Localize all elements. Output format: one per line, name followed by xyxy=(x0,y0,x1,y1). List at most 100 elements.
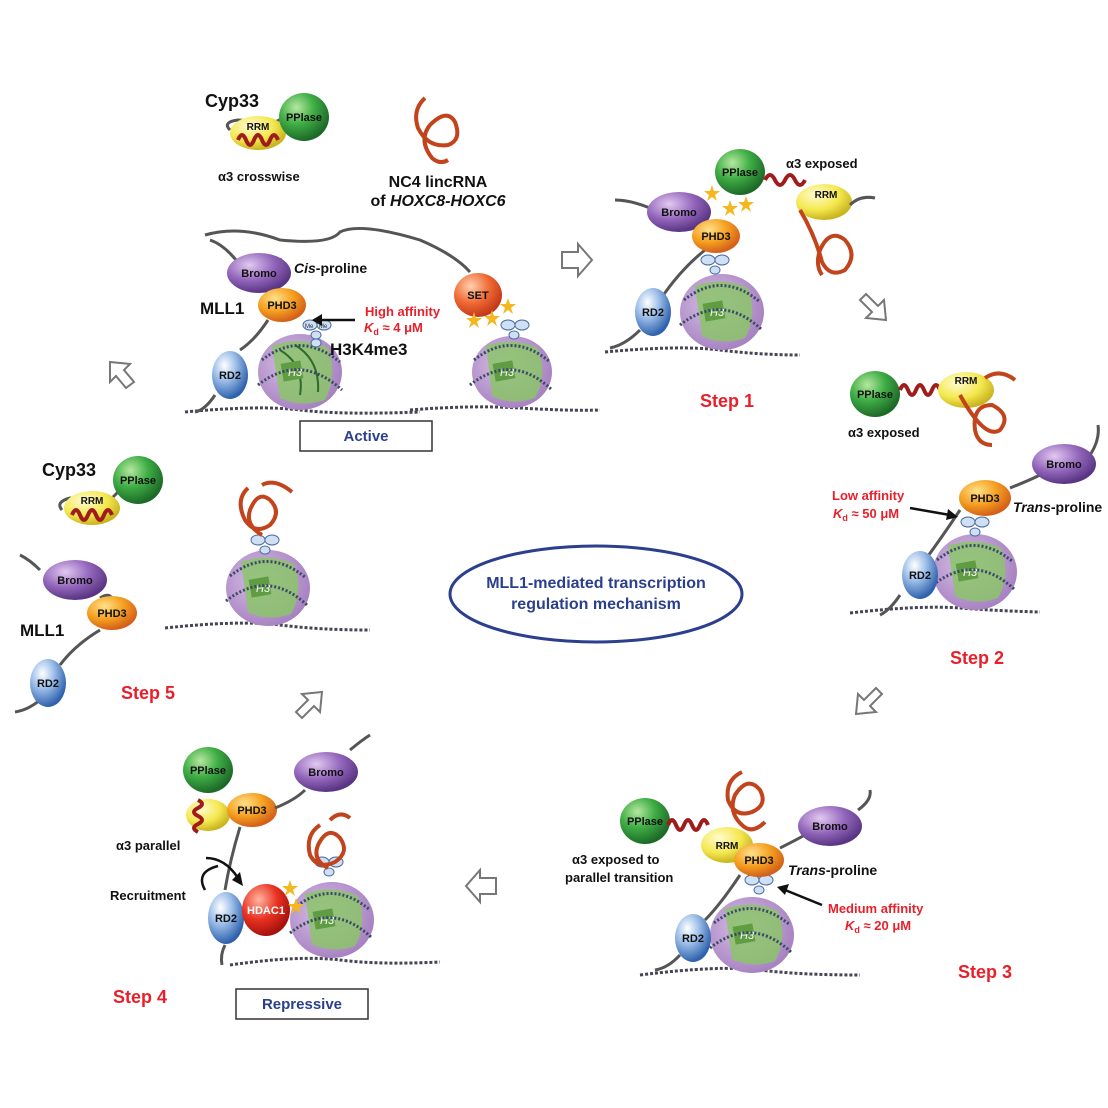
svg-text:Bromo: Bromo xyxy=(308,767,344,779)
stars xyxy=(466,298,516,328)
svg-text:RD2: RD2 xyxy=(37,678,59,690)
rrm-domain xyxy=(796,184,852,220)
svg-text:PPlase: PPlase xyxy=(190,765,226,777)
svg-text:PPlase: PPlase xyxy=(286,112,322,124)
step4-label: Step 4 xyxy=(113,987,167,1007)
alpha3-helix xyxy=(236,133,280,147)
pplase-domain xyxy=(620,798,670,844)
affinity-label: Medium affinity xyxy=(828,901,924,916)
center-title: MLL1-mediated transcription regulation m… xyxy=(448,544,744,644)
dna-strand xyxy=(409,405,601,412)
active-state-box xyxy=(299,420,433,452)
rd2-domain xyxy=(902,551,938,599)
arrow-icon xyxy=(854,686,884,716)
svg-text:RD2: RD2 xyxy=(909,570,931,582)
svg-text:Me: Me xyxy=(305,324,314,330)
svg-text:PPlase: PPlase xyxy=(627,816,663,828)
nc4-rna xyxy=(414,96,460,165)
rd2-domain xyxy=(675,914,711,962)
phd3-domain xyxy=(959,480,1011,516)
trans-proline-label: Trans-proline xyxy=(788,862,877,878)
phd3-domain xyxy=(734,843,784,877)
arrow-icon xyxy=(294,690,324,720)
recruitment-label: Recruitment xyxy=(110,888,187,903)
active-panel: H3 Me Me H3 Bromo xyxy=(184,91,601,452)
pplase-domain xyxy=(113,456,163,504)
alpha3-exposed-label: α3 exposed xyxy=(848,425,920,440)
active-state-label: Active xyxy=(343,428,388,445)
pplase-domain xyxy=(183,747,233,793)
cyp33-label: Cyp33 xyxy=(42,460,96,480)
alpha3-crosswise-label: α3 crosswise xyxy=(218,169,300,184)
arrow-icon xyxy=(561,241,594,279)
cis-proline-label: Cis-proline xyxy=(294,260,367,276)
nucleosome: H3 xyxy=(469,319,554,408)
svg-text:RRM: RRM xyxy=(716,841,739,852)
h3k4me3-label: H3K4me3 xyxy=(330,340,408,359)
trans-proline-label: Trans-proline xyxy=(1013,499,1102,515)
step4-panel: H3 PPlase PHD3 Bromo RD2 HDAC1 α3 parall… xyxy=(110,733,441,1020)
step2-label: Step 2 xyxy=(950,648,1004,668)
svg-text:Bromo: Bromo xyxy=(241,268,277,280)
rd2-domain xyxy=(635,288,671,336)
svg-text:PHD3: PHD3 xyxy=(744,855,773,867)
svg-text:Bromo: Bromo xyxy=(661,207,697,219)
alpha3-exposed-label: α3 exposed xyxy=(786,156,858,171)
pplase-domain xyxy=(715,149,765,195)
svg-text:RD2: RD2 xyxy=(682,933,704,945)
svg-text:Bromo: Bromo xyxy=(812,821,848,833)
rd2-domain xyxy=(208,892,244,944)
step5-label: Step 5 xyxy=(121,683,175,703)
affinity-label: Low affinity xyxy=(832,488,905,503)
alpha3-transition-label-2: parallel transition xyxy=(565,870,673,885)
svg-text:PPlase: PPlase xyxy=(120,475,156,487)
arrow-icon xyxy=(464,867,497,905)
svg-text:RD2: RD2 xyxy=(215,913,237,925)
step2-panel: PPlase RRM α3 exposed H3 Bromo PHD3 RD2 … xyxy=(832,371,1102,668)
mll1-linker xyxy=(204,226,472,274)
nc4-label: NC4 lincRNA xyxy=(389,174,488,191)
rd2-domain xyxy=(30,659,66,707)
cyp33-label: Cyp33 xyxy=(205,91,259,111)
svg-text:RRM: RRM xyxy=(815,190,838,201)
svg-text:RD2: RD2 xyxy=(219,370,241,382)
svg-text:PHD3: PHD3 xyxy=(237,805,266,817)
phd3-domain xyxy=(258,288,306,322)
kd-label: Kd ≈ 20 μM xyxy=(845,918,911,935)
svg-text:PHD3: PHD3 xyxy=(267,300,296,312)
repressive-state-box xyxy=(235,988,369,1020)
bromo-domain xyxy=(43,560,107,600)
phd3-domain xyxy=(692,219,740,253)
mll1-label: MLL1 xyxy=(200,299,244,318)
svg-text:PPlase: PPlase xyxy=(857,389,893,401)
kd-label: Kd ≈ 4 μM xyxy=(364,320,423,337)
kd-label: Kd ≈ 50 μM xyxy=(833,506,899,523)
cycle-arrows xyxy=(109,241,888,905)
svg-text:RRM: RRM xyxy=(81,496,104,507)
arrow-icon xyxy=(109,360,136,390)
repressive-state-label: Repressive xyxy=(262,996,342,1013)
svg-text:Me: Me xyxy=(319,324,328,330)
step1-label: Step 1 xyxy=(700,391,754,411)
bromo-domain xyxy=(647,192,711,232)
rrm-domain xyxy=(938,372,994,408)
step3-panel: H3 PPlase RRM PHD3 Bromo RD2 α3 exposed … xyxy=(565,770,1012,982)
bromo-domain xyxy=(227,253,291,293)
alpha3-transition-label: α3 exposed to xyxy=(572,852,660,867)
title-line2: regulation mechanism xyxy=(511,596,681,613)
svg-text:PPlase: PPlase xyxy=(722,167,758,179)
svg-text:SET: SET xyxy=(467,290,489,302)
svg-text:RD2: RD2 xyxy=(642,307,664,319)
pplase-domain xyxy=(279,93,329,141)
bromo-domain xyxy=(1032,444,1096,484)
svg-text:PHD3: PHD3 xyxy=(970,493,999,505)
nc4-gene-label: of HOXC8-HOXC6 xyxy=(370,193,505,210)
svg-text:Bromo: Bromo xyxy=(57,575,93,587)
alpha3-parallel-label: α3 parallel xyxy=(116,838,180,853)
pplase-domain xyxy=(850,371,900,417)
bromo-domain xyxy=(294,752,358,792)
affinity-label: High affinity xyxy=(365,304,441,319)
methyl-marks: Me Me xyxy=(302,319,332,348)
